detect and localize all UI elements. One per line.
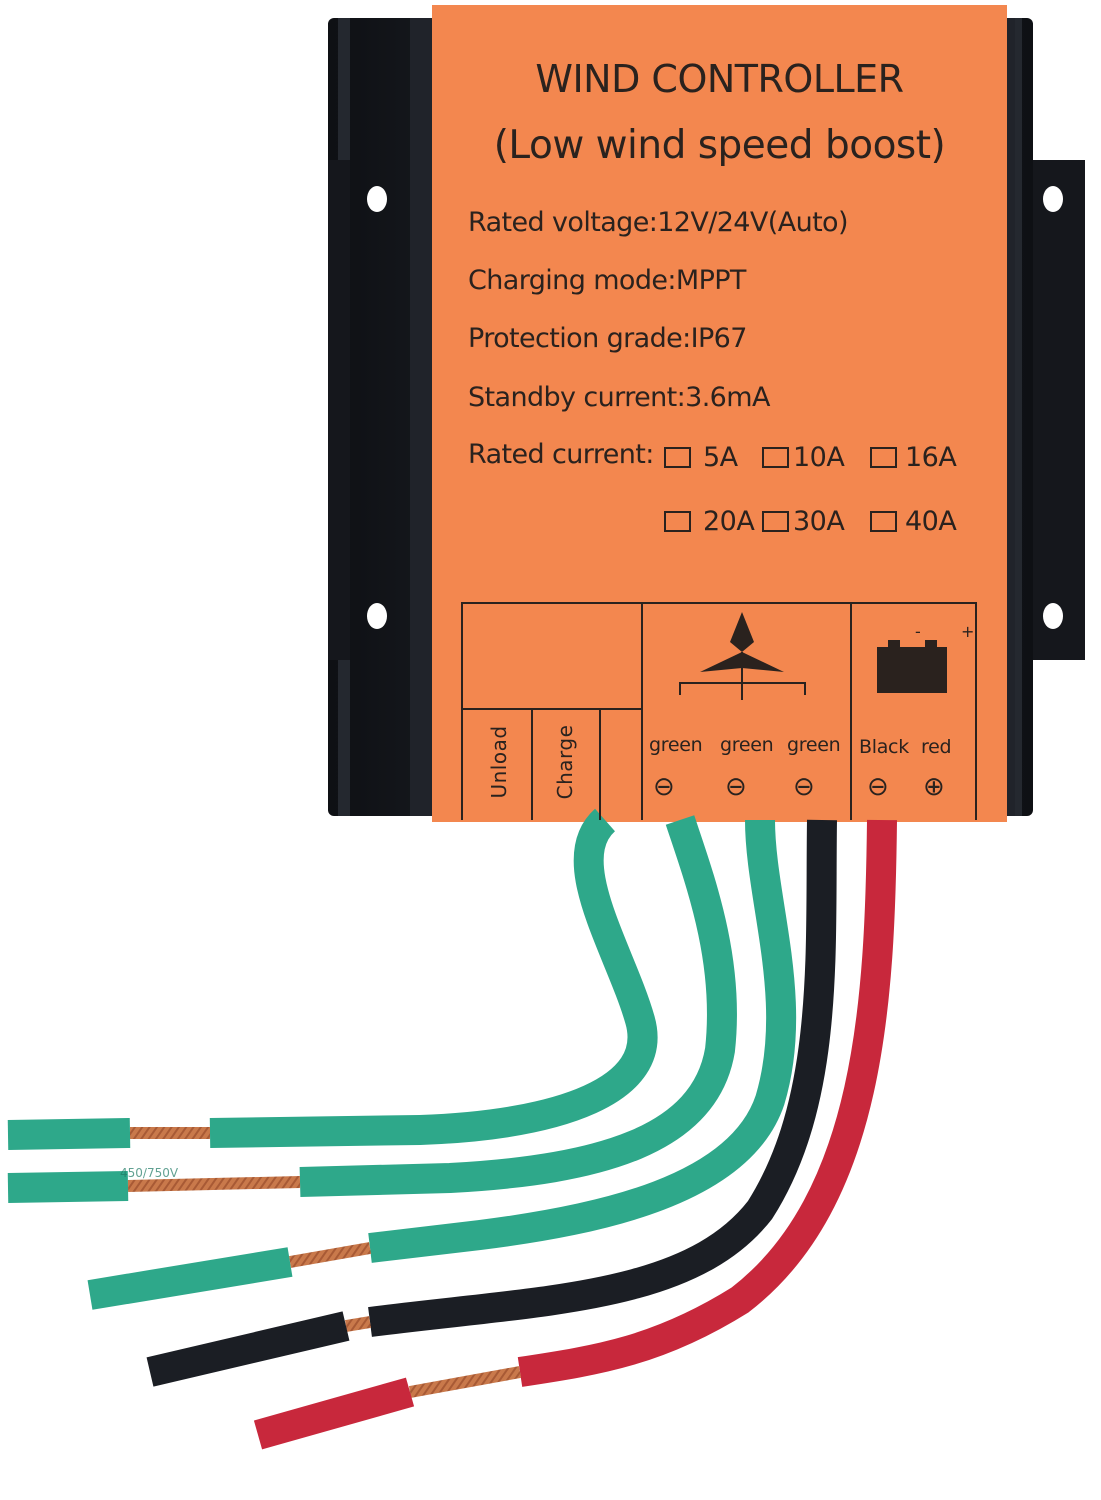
current-option-10a: 10A xyxy=(762,442,845,473)
label-subtitle: (Low wind speed boost) xyxy=(493,123,946,168)
checkbox-icon xyxy=(762,511,789,532)
terminal-minus-icon: ⊖ xyxy=(793,772,815,802)
wire-label-green-3: green xyxy=(787,734,841,756)
wires xyxy=(7,808,897,1450)
spec-rated-current: Rated current: xyxy=(468,439,654,470)
terminal-plus-icon: ⊕ xyxy=(923,772,945,802)
checkbox-icon xyxy=(762,447,789,468)
mount-hole-bottom-left xyxy=(367,603,387,629)
wind-turbine-icon xyxy=(679,612,806,700)
spec-charging-mode: Charging mode:MPPT xyxy=(468,265,746,296)
green-wire-2 xyxy=(299,815,737,1197)
wire-label-green-1: green xyxy=(649,734,703,756)
battery-icon xyxy=(877,640,947,693)
green-wire-3 xyxy=(368,819,797,1263)
current-option-16a: 16A xyxy=(870,442,957,473)
black-wire xyxy=(368,819,837,1337)
label-title: WIND CONTROLLER xyxy=(535,57,904,101)
current-option-5a: 5A xyxy=(664,442,738,473)
current-option-40a: 40A xyxy=(870,506,957,537)
spec-protection-grade: Protection grade:IP67 xyxy=(468,323,747,354)
terminal-minus-icon: ⊖ xyxy=(725,772,747,802)
battery-minus-sign: - xyxy=(915,622,921,641)
checkbox-icon xyxy=(870,447,897,468)
mount-hole-top-left xyxy=(367,186,387,212)
checkbox-icon xyxy=(664,511,691,532)
wire-label-black: Black xyxy=(859,736,909,758)
terminal-panel: Unload Charge green green green Black re… xyxy=(461,602,977,820)
wire-label-green-2: green xyxy=(720,734,774,756)
green-wire-1 xyxy=(209,808,658,1148)
checkbox-icon xyxy=(870,511,897,532)
red-wire xyxy=(517,819,897,1387)
controller-label: WIND CONTROLLER (Low wind speed boost) R… xyxy=(432,5,1007,822)
terminal-minus-icon: ⊖ xyxy=(867,772,889,802)
current-option-30a: 30A xyxy=(762,506,845,537)
cable-print: 450/750V xyxy=(120,1166,179,1180)
spec-standby-current: Standby current:3.6mA xyxy=(468,382,770,413)
terminal-minus-icon: ⊖ xyxy=(653,772,675,802)
unload-label: Unload xyxy=(487,725,511,799)
wire-label-red: red xyxy=(921,736,952,758)
current-option-20a: 20A xyxy=(664,506,755,537)
checkbox-icon xyxy=(664,447,691,468)
charge-label: Charge xyxy=(553,724,577,800)
spec-rated-voltage: Rated voltage:12V/24V(Auto) xyxy=(468,207,849,238)
battery-plus-sign: + xyxy=(961,622,975,641)
